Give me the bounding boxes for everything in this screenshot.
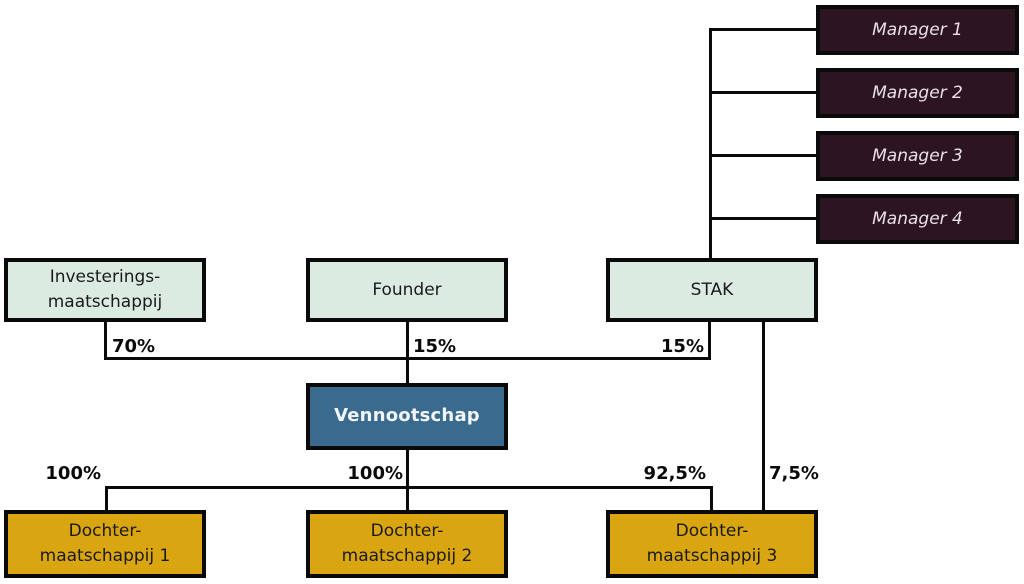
pct-stak-to-vennootschap: 15% [660,336,704,357]
connector-manager-3-branch [709,154,816,157]
subsidiary-2-label: Dochter- maatschappij 2 [341,521,473,566]
subsidiary-3-box: Dochter- maatschappij 3 [606,510,818,578]
pct-investment-to-vennootschap: 70% [112,336,156,357]
manager-3-label: Manager 3 [872,145,963,166]
stak-label: STAK [690,279,734,300]
connector-upper-bus [104,357,711,360]
connector-sub3-drop [710,486,713,513]
connector-founder-drop [406,318,409,386]
subsidiary-2-box: Dochter- maatschappij 2 [306,510,508,578]
manager-1-label: Manager 1 [872,19,963,40]
connector-stak-sub3-direct [762,318,765,513]
investment-company-box: Investerings- maatschappij [4,258,206,322]
connector-manager-2-branch [709,91,816,94]
manager-2-label: Manager 2 [872,82,963,103]
subsidiary-1-label: Dochter- maatschappij 1 [39,521,171,566]
connector-sub1-drop [105,486,108,513]
manager-3-box: Manager 3 [816,131,1019,181]
founder-box: Founder [306,258,508,322]
stak-box: STAK [606,258,818,322]
subsidiary-3-label: Dochter- maatschappij 3 [646,521,778,566]
manager-4-box: Manager 4 [816,194,1019,244]
pct-vennootschap-to-sub2: 100% [347,463,403,484]
pct-vennootschap-to-sub3: 92,5% [643,463,706,484]
pct-stak-to-sub3: 7,5% [769,463,819,484]
connector-investment-drop [104,318,107,360]
connector-stak-drop [708,318,711,360]
connector-manager-4-branch [709,217,816,220]
connector-manager-1-branch [709,28,816,31]
investment-company-label: Investerings- maatschappij [47,267,163,312]
connector-lower-bus [105,486,713,489]
manager-1-box: Manager 1 [816,5,1019,55]
founder-label: Founder [372,279,442,300]
vennootschap-box: Vennootschap [306,383,508,450]
subsidiary-1-box: Dochter- maatschappij 1 [4,510,206,578]
connector-stak-managers-trunk [709,28,712,258]
manager-2-box: Manager 2 [816,68,1019,118]
pct-founder-to-vennootschap: 15% [413,336,457,357]
manager-4-label: Manager 4 [872,208,963,229]
connector-vennootschap-drop [406,448,409,512]
vennootschap-label: Vennootschap [334,405,480,427]
pct-vennootschap-to-sub1: 100% [45,463,101,484]
